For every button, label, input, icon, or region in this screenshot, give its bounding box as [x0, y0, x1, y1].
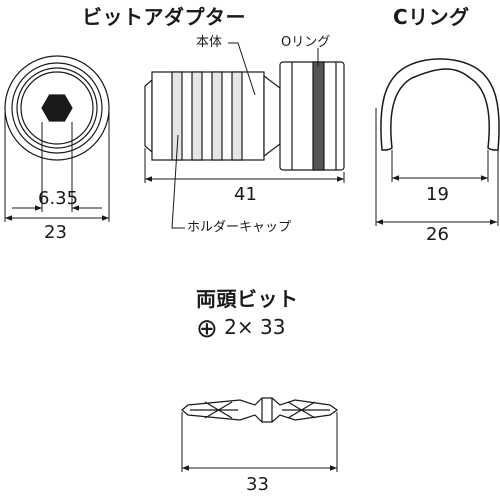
- bit-size-text: 2× 33: [224, 315, 286, 339]
- phillips-plus-icon: ⊕: [196, 314, 218, 344]
- holder-cap-grooves: [171, 71, 243, 161]
- bit-length-label: 33: [246, 474, 269, 495]
- holder-cap-callout: ホルダーキャップ: [187, 220, 292, 235]
- holder-cap-leader: [171, 134, 185, 229]
- body-neck: [263, 74, 281, 158]
- body: [279, 61, 345, 171]
- hex-socket: [41, 94, 73, 122]
- dimension-lines: [4, 108, 499, 472]
- o-ring: [312, 61, 325, 171]
- hex-width-label: 6.35: [38, 188, 79, 209]
- c-ring: [380, 58, 500, 151]
- end-view-ring-3: [20, 71, 94, 145]
- adapter-length-label: 41: [234, 184, 257, 205]
- body-leader: [228, 42, 256, 96]
- bit-spec: ⊕ 2× 33: [196, 316, 285, 342]
- adapter-side-view: [144, 61, 345, 171]
- c-ring-inner-label: 19: [426, 184, 449, 205]
- double-bit: [181, 397, 339, 423]
- adapter-end-view: [4, 55, 110, 161]
- end-view-ring-2: [16, 67, 98, 149]
- end-view-ring-1: [11, 62, 103, 154]
- double-bit-title: 両頭ビット: [196, 287, 299, 311]
- body-callout: 本体: [196, 35, 223, 50]
- end-view-outer-circle: [4, 55, 110, 161]
- holder-cap-tip: [144, 78, 153, 154]
- c-ring-title: Cリング: [393, 5, 470, 29]
- holder-cap: [151, 71, 265, 161]
- bit-adapter-title: ビットアダプター: [82, 5, 246, 29]
- c-ring-outer-label: 26: [426, 224, 449, 245]
- callout-leaders: [171, 42, 319, 229]
- o-ring-callout: Oリング: [281, 35, 331, 50]
- adapter-diameter-label: 23: [44, 222, 67, 243]
